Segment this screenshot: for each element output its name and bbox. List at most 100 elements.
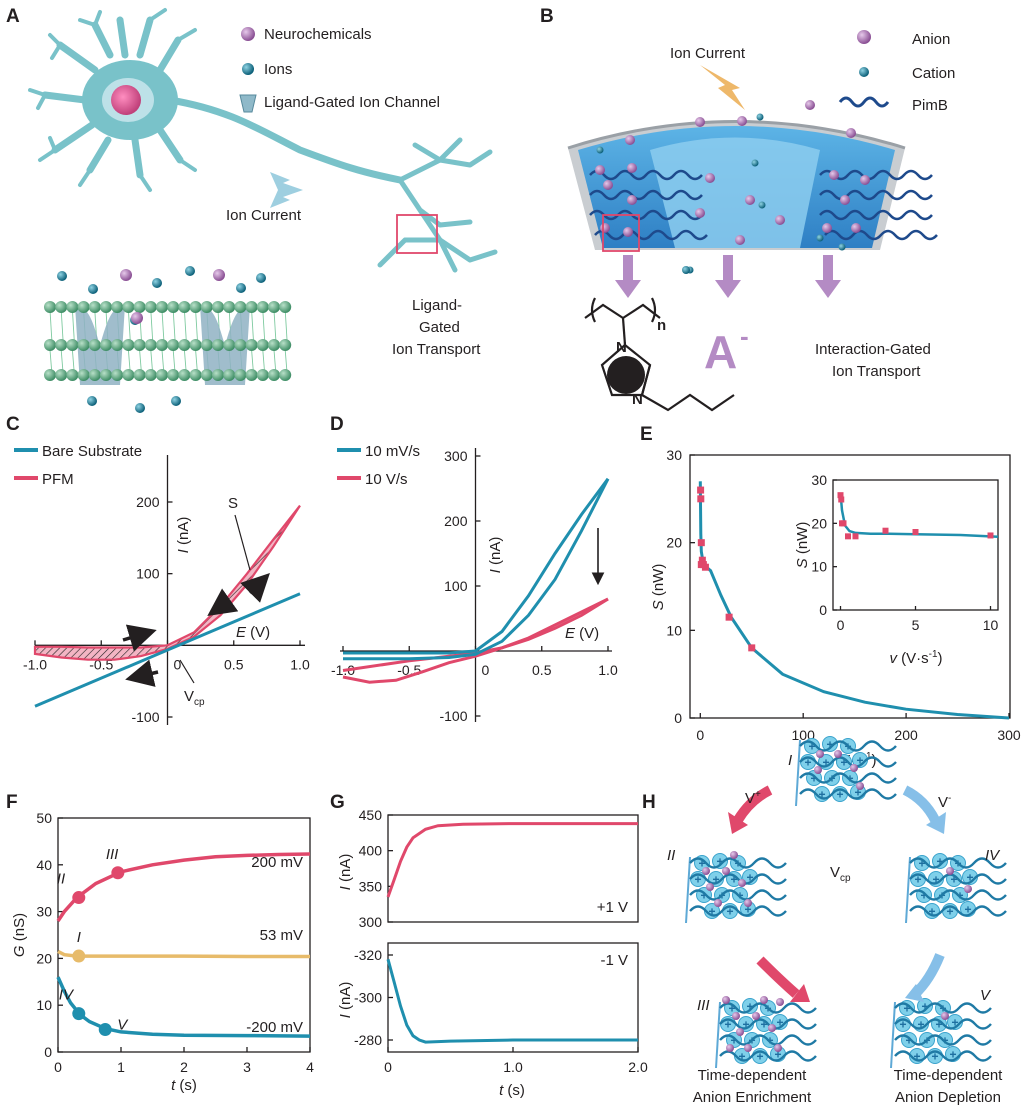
y-tick-label: 350 xyxy=(359,878,383,894)
lipid-head xyxy=(279,369,292,381)
x-tick-label: -1.0 xyxy=(23,656,47,672)
anion-icon xyxy=(732,1012,740,1020)
cv-lower-pink xyxy=(342,597,609,684)
state-iv-cluster: +++++++++++++ xyxy=(905,853,1007,924)
cation-site xyxy=(742,998,758,1014)
anion-icon xyxy=(603,180,613,190)
y-tick-label: 40 xyxy=(36,857,52,873)
anion-icon xyxy=(946,867,954,875)
y-axis-label: I (nA) xyxy=(175,517,192,554)
plus-icon: + xyxy=(774,1048,781,1062)
current-curve-minus xyxy=(386,958,638,1044)
anion-icon xyxy=(829,170,839,180)
anion-icon xyxy=(595,165,605,175)
pimb-chain xyxy=(689,889,787,901)
legend-ions: Ions xyxy=(264,61,292,78)
pimb-chain xyxy=(589,209,703,221)
y-axis-label: G (nS) xyxy=(11,913,28,957)
arrowhead-icon xyxy=(905,984,924,1002)
caption-right-1: Time-dependent xyxy=(894,1067,1004,1084)
lipid-head xyxy=(245,301,258,313)
state-marker xyxy=(72,949,86,963)
lipid-head xyxy=(200,301,213,313)
panel-label-h: H xyxy=(642,792,656,813)
plus-icon: + xyxy=(818,788,825,802)
ion-icon xyxy=(256,273,266,283)
plus-icon: + xyxy=(935,1018,942,1032)
plus-icon: + xyxy=(913,1050,920,1064)
anion-icon xyxy=(625,135,635,145)
neurochemical-icon xyxy=(241,27,255,41)
plus-icon: + xyxy=(836,788,843,802)
transition-arrow-icon xyxy=(902,785,940,823)
plus-icon: + xyxy=(756,1050,763,1064)
x-tick-label: 200 xyxy=(894,727,918,743)
inset-data-point xyxy=(882,527,889,534)
pimb-chains xyxy=(589,169,938,241)
caption-left-1: Time-dependent xyxy=(698,1067,808,1084)
inset-data-point xyxy=(845,533,851,540)
lipid-head xyxy=(66,339,79,351)
y-tick-label: 0 xyxy=(674,710,682,726)
plus-icon: + xyxy=(776,1016,783,1030)
anion-icon xyxy=(706,883,714,891)
anion-icon xyxy=(627,163,637,173)
label-53mv: 53 mV xyxy=(260,927,303,944)
inset-y-axis-label: S (nW) xyxy=(794,522,811,569)
lipid-head xyxy=(133,339,146,351)
lipid-head xyxy=(100,339,112,351)
current-curve-plus xyxy=(386,822,638,898)
anion-icon xyxy=(745,195,755,205)
data-point xyxy=(697,539,705,547)
b-zoom-box xyxy=(602,214,640,252)
anion-icon xyxy=(730,851,738,859)
inset-frame xyxy=(832,479,999,611)
x-axis-label: t (s) xyxy=(499,1082,525,1099)
y-tick-label: 20 xyxy=(36,950,52,966)
lipid-head xyxy=(55,301,68,313)
ion-icon xyxy=(185,266,195,276)
plus-icon: + xyxy=(746,1000,753,1014)
y-tick-label: 30 xyxy=(36,904,52,920)
lipid-head xyxy=(167,369,180,381)
zoom-box xyxy=(396,214,438,254)
x-tick-label: 1 xyxy=(117,1059,125,1075)
plus-icon: + xyxy=(899,1018,906,1032)
transition-arrow-icon xyxy=(756,956,800,998)
x-tick-label: 0 xyxy=(696,727,704,743)
lipid-head xyxy=(44,301,56,313)
x-axis-label: E (V) xyxy=(236,624,270,641)
ion-current-arrow-icon xyxy=(270,172,303,208)
lipid-head xyxy=(156,339,168,351)
anion-symbol: A xyxy=(704,326,737,378)
plus-icon: + xyxy=(903,1002,910,1016)
plus-icon: + xyxy=(760,1018,767,1032)
label-200mv: 200 mV xyxy=(251,854,303,871)
neurochemical-icon xyxy=(120,269,132,281)
arrowhead-icon xyxy=(728,812,748,834)
ion-icon xyxy=(87,396,97,406)
lipid-head xyxy=(223,301,236,313)
state-label-iv: IV xyxy=(985,847,1001,864)
state-i-cluster: +++++++++++++ xyxy=(795,736,897,807)
cation-icon xyxy=(756,113,764,121)
x-tick-label: 0 xyxy=(54,1059,62,1075)
bare-substrate-line xyxy=(34,592,301,708)
lipid-head xyxy=(200,339,213,351)
anion-icon xyxy=(774,1044,782,1052)
lipid-head xyxy=(55,369,68,381)
label-plus-1v: +1 V xyxy=(597,899,628,916)
substrate-line xyxy=(685,856,691,924)
ion-icon xyxy=(152,278,162,288)
plus-icon: + xyxy=(946,905,953,919)
b-transport-label-2: Ion Transport xyxy=(832,363,921,380)
lipid-head xyxy=(144,301,157,313)
plus-icon: + xyxy=(694,873,701,887)
neurochemical-icon xyxy=(213,269,225,281)
top-frame xyxy=(387,814,639,923)
plus-icon: + xyxy=(730,873,737,887)
pimb-chain xyxy=(799,756,897,768)
legend-10v: 10 V/s xyxy=(365,471,408,488)
anion-icon xyxy=(860,175,870,185)
lipid-head xyxy=(178,369,191,381)
